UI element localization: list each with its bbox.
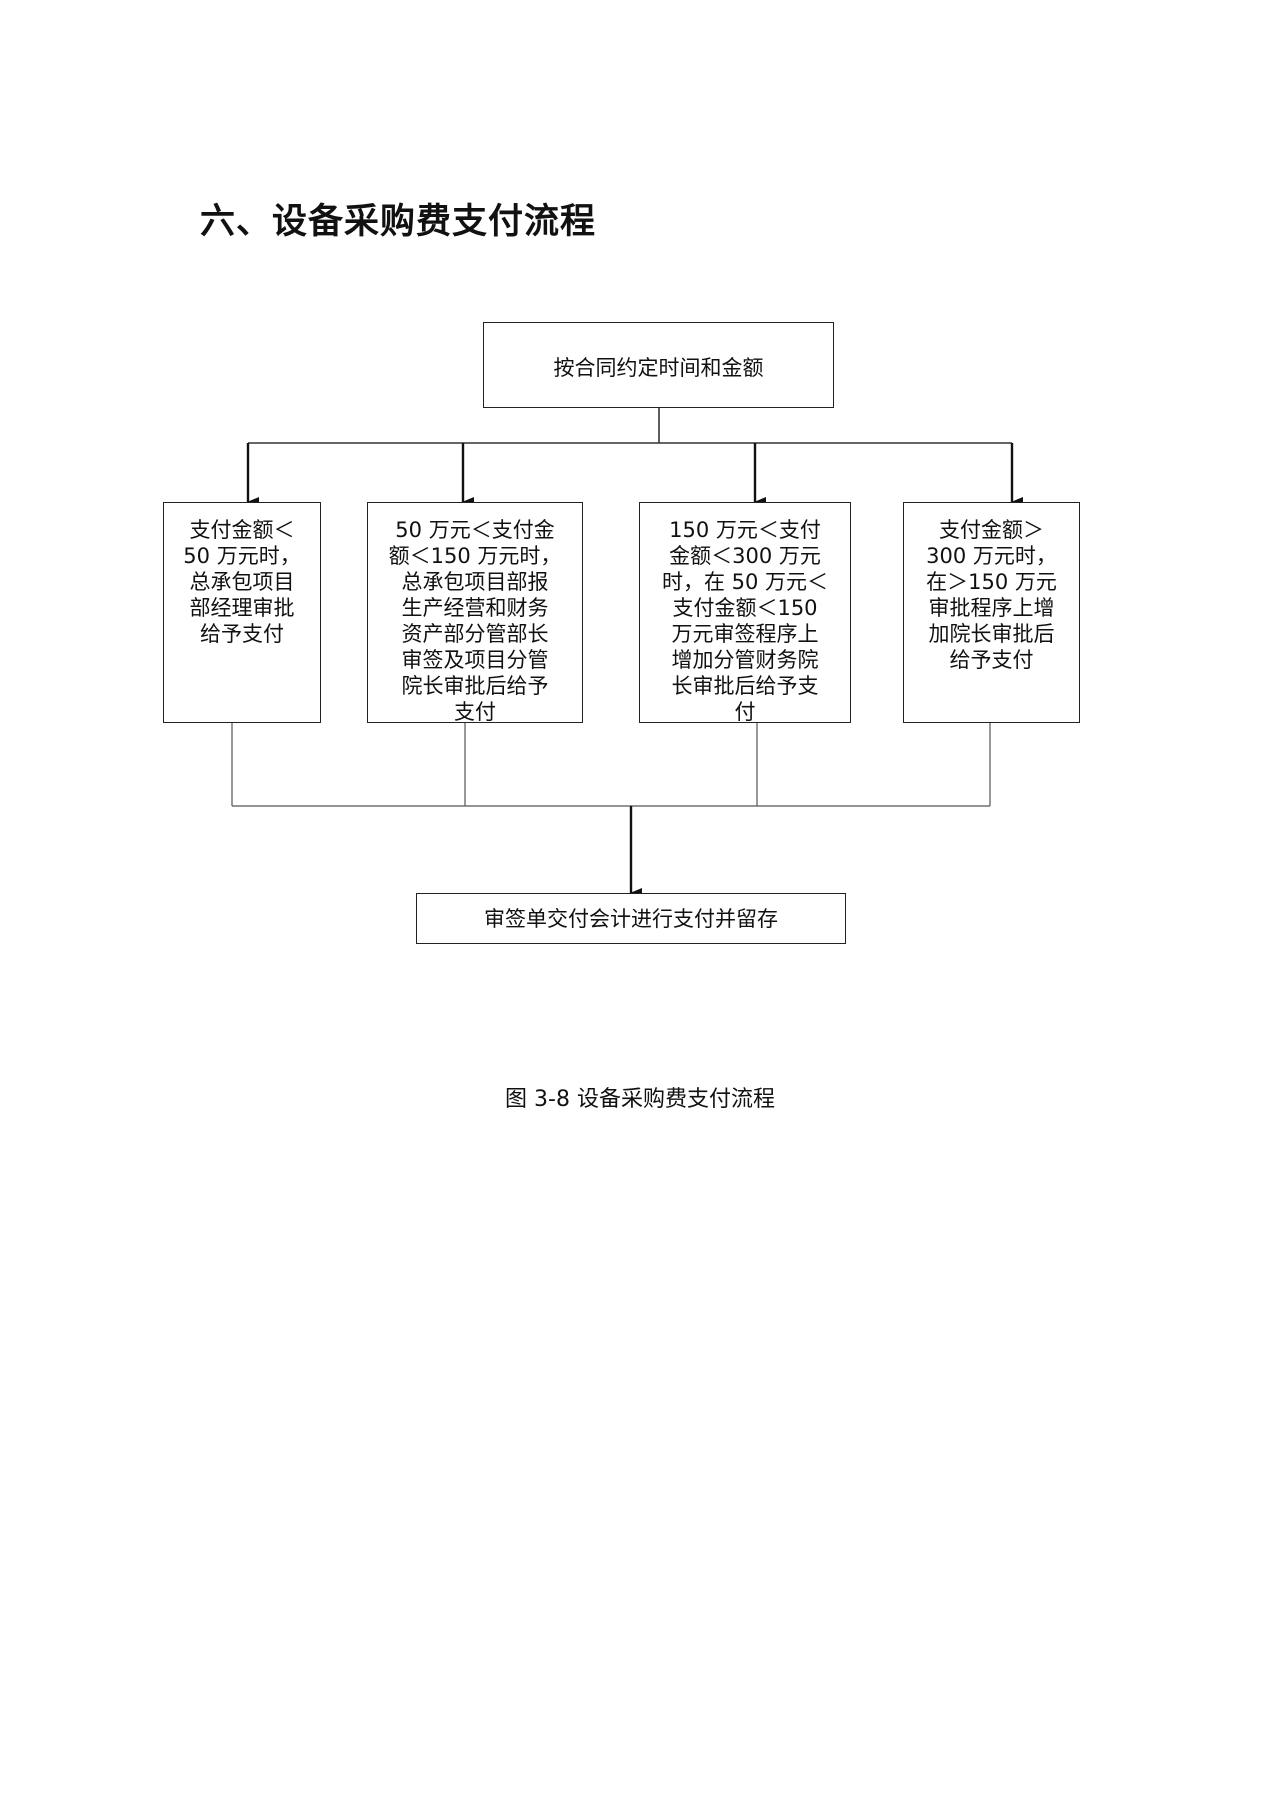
- page-title: 六、设备采购费支付流程: [200, 202, 597, 242]
- flow-branch-box-1: 支付金额＜ 50 万元时， 总承包项目 部经理审批 给予支付: [163, 502, 321, 723]
- figure-caption: 图 3-8 设备采购费支付流程: [505, 1087, 775, 1112]
- flow-branch-box-3: 150 万元＜支付 金额＜300 万元 时，在 50 万元＜ 支付金额＜150 …: [639, 502, 851, 723]
- flow-start-box: 按合同约定时间和金额: [483, 322, 834, 408]
- flow-start-label: 按合同约定时间和金额: [553, 356, 764, 380]
- flow-branch-box-2: 50 万元＜支付金 额＜150 万元时， 总承包项目部报 生产经营和财务 资产部…: [367, 502, 583, 723]
- flow-end-box: 审签单交付会计进行支付并留存: [416, 893, 846, 944]
- flow-branch-box-4: 支付金额＞ 300 万元时， 在＞150 万元 审批程序上增 加院长审批后 给予…: [903, 502, 1080, 723]
- flow-end-label: 审签单交付会计进行支付并留存: [484, 906, 778, 931]
